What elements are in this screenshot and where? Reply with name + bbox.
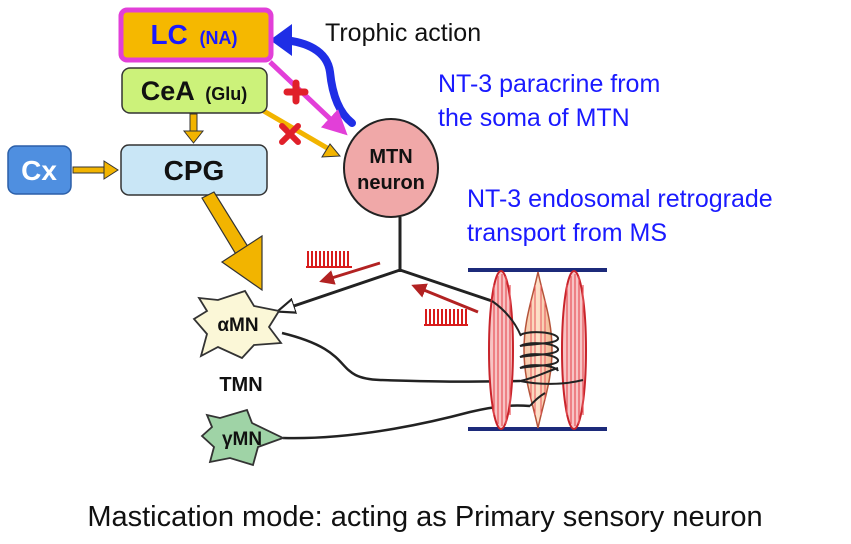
lc-sub-label: (NA) [200,28,238,48]
spike-train-peripheral [424,309,468,326]
impulse-arrow-central [319,261,381,285]
cx-to-cpg-arrow [72,160,119,180]
nt3-paracrine-text-line1: NT-3 paracrine from [438,70,660,98]
annulospiral-ending [519,331,560,372]
cea-to-mtn-arrowhead [321,143,342,158]
muscle-spindle [491,271,560,429]
cea-label: CeA [141,76,195,106]
cpg-node: CPG [120,144,268,196]
extrafusal-fiber-right [561,270,587,430]
extrafusal-fiber-left [488,270,514,430]
mtn-label-line2: neuron [357,172,425,194]
lc-label: LC [150,19,187,50]
cpg-label: CPG [164,155,225,186]
alpha-mn-node: αMN [192,289,283,360]
lc-to-mtn-arrow [268,60,348,136]
mtn-neuron-soma: MTN neuron [343,118,439,218]
cea-to-cpg-arrow [182,113,205,144]
cea-to-mtn-arrow [260,107,336,155]
svg-text:CeA (Glu): CeA (Glu) [141,76,248,106]
cea-sub-label: (Glu) [205,84,247,104]
gamma-mn-label: γMN [222,429,262,450]
nt3-endosomal-text-line1: NT-3 endosomal retrograde [467,185,773,213]
spike-train-central [306,251,352,268]
trophic-action-text: Trophic action [325,19,481,47]
block-cross-lc [283,79,309,105]
gamma-mn-node: γMN [200,408,286,467]
lc-node: LC (NA) [118,7,274,63]
mtn-label-line1: MTN [369,146,412,168]
tmn-label: TMN [219,374,262,396]
impulse-arrow-peripheral [411,283,479,314]
mtn-axon [279,217,493,311]
nt3-endosomal-text-line2: transport from MS [467,219,667,247]
alpha-mn-axon [281,331,521,383]
block-cross-cea [279,123,301,145]
alpha-mn-label: αMN [217,315,258,336]
trophic-action-arrowhead [270,24,292,56]
muscle-spindle-block [468,268,607,431]
svg-text:LC (NA): LC (NA) [150,19,237,50]
cea-node: CeA (Glu) [121,67,268,114]
nt3-paracrine-text-line2: the soma of MTN [438,104,630,132]
cx-label: Cx [21,155,57,186]
caption: Mastication mode: acting as Primary sens… [87,501,762,533]
cx-node: Cx [7,145,72,195]
cpg-to-alpha-mn-arrow [201,191,263,292]
